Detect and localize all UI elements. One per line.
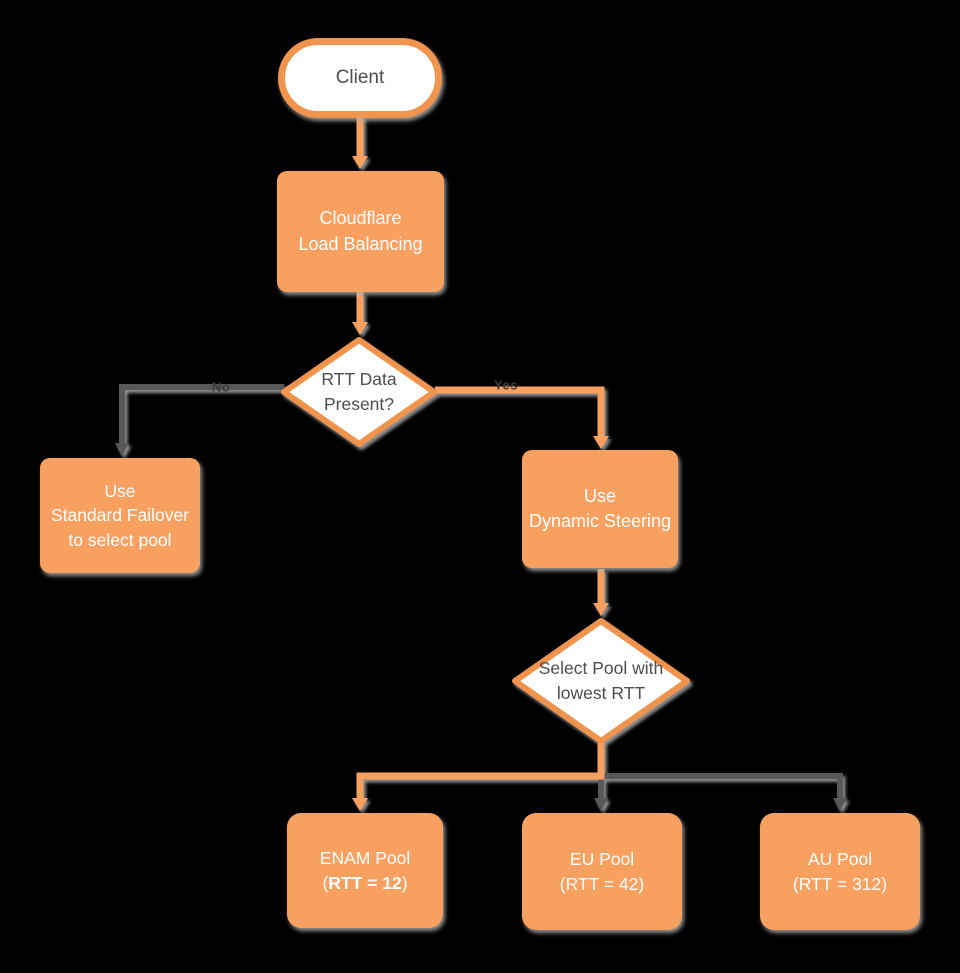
arrowhead-eu-pool	[594, 798, 608, 811]
eu-pool-line1: EU Pool	[569, 849, 635, 869]
standard-failover-line1: Use	[104, 480, 136, 501]
connector-junction-to-au-pool	[601, 773, 843, 804]
enam-pool-paren-open: (	[322, 872, 329, 893]
node-standard-failover: Use Standard Failover to select pool	[40, 458, 200, 573]
connector-decision-to-standard-failover	[119, 384, 284, 450]
node-cloudflare-line2: Load Balancing	[298, 233, 423, 254]
node-client-label: Client	[335, 67, 385, 88]
node-cloudflare-line1: Cloudflare	[319, 208, 402, 229]
connector-decision-to-dynamic-steering	[435, 386, 605, 440]
enam-pool-line2: (RTT = 12)	[320, 871, 410, 896]
arrowhead-dynamic-steering	[593, 436, 609, 449]
enam-pool-paren-close: )	[401, 872, 408, 893]
arrowhead-rtt-decision	[352, 322, 368, 335]
node-au-pool: AU Pool (RTT = 312)	[760, 813, 920, 930]
arrowhead-cloudflare	[352, 156, 368, 169]
arrowhead-au-pool	[833, 798, 847, 811]
arrowhead-select-pool	[593, 603, 609, 616]
dynamic-steering-line1: Use	[583, 485, 616, 506]
standard-failover-line2: Standard Failover	[50, 505, 190, 526]
node-eu-pool: EU Pool (RTT = 42)	[522, 813, 682, 930]
au-pool-line1: AU Pool	[807, 849, 873, 869]
rtt-decision-diamond	[281, 337, 437, 447]
standard-failover-line3: to select pool	[68, 529, 172, 550]
dynamic-steering-line2: Dynamic Steering	[528, 511, 672, 531]
node-enam-pool: ENAM Pool (RTT = 12)	[287, 813, 443, 928]
arrowhead-standard-failover	[115, 443, 129, 456]
au-pool-line2: (RTT = 312)	[792, 873, 888, 894]
node-cloudflare-load-balancing: Cloudflare Load Balancing	[277, 171, 444, 292]
select-pool-diamond	[512, 618, 690, 744]
eu-pool-line2: (RTT = 42)	[559, 873, 645, 894]
node-dynamic-steering: Use Dynamic Steering	[522, 450, 678, 568]
enam-pool-line1: ENAM Pool	[319, 848, 411, 868]
edge-label-yes: Yes	[494, 377, 518, 393]
connector-select-pool-to-enam	[356, 743, 605, 802]
node-client: Client	[278, 38, 442, 118]
arrowhead-enam-pool	[352, 798, 368, 811]
edge-label-no: No	[211, 379, 231, 395]
enam-pool-rtt-value: RTT = 12	[328, 872, 402, 893]
